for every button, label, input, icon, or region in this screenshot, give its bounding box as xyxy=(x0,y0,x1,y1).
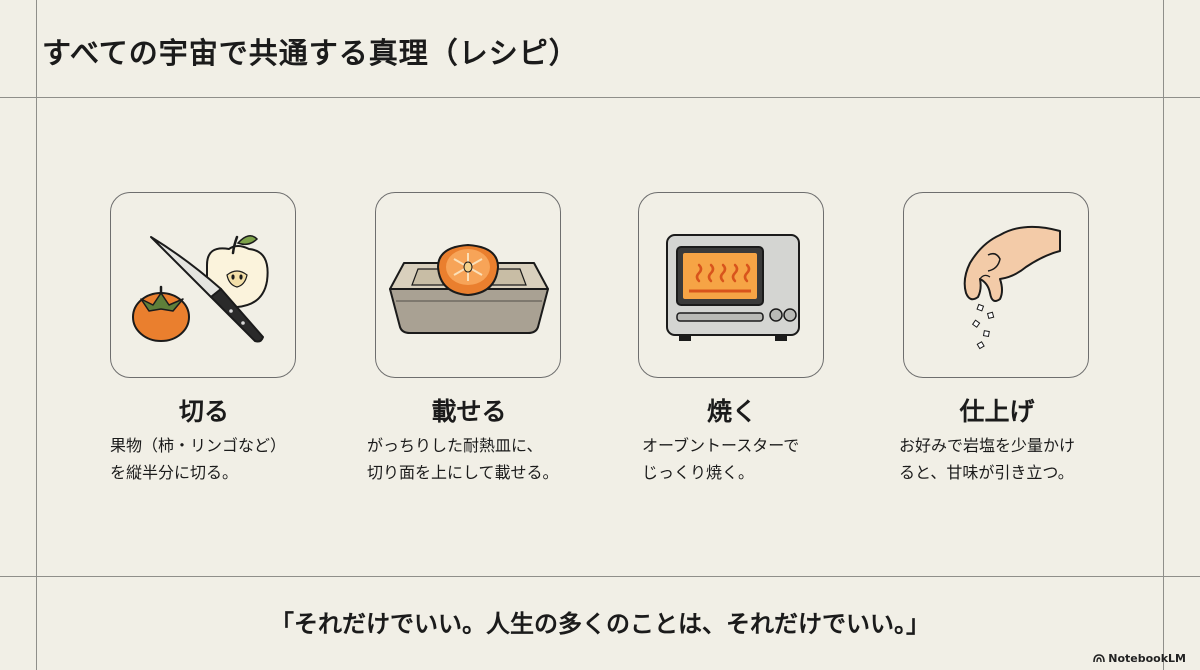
footer-divider xyxy=(0,576,1200,577)
step-description: 果物（柿・リンゴなど） を縦半分に切る。 xyxy=(84,432,350,486)
knife-fruit-icon xyxy=(132,235,269,343)
step-description: がっちりした耐熱皿に、 切り面を上にして載せる。 xyxy=(349,432,607,486)
description-line: ると、甘味が引き立つ。 xyxy=(899,463,1074,482)
description-line: 切り面を上にして載せる。 xyxy=(367,463,559,482)
step-card xyxy=(375,192,561,378)
description-line: じっくり焼く。 xyxy=(642,463,755,482)
step-title: 載せる xyxy=(431,397,507,426)
header-divider xyxy=(0,97,1200,98)
step-title: 焼く xyxy=(706,397,757,426)
notebooklm-logo-icon xyxy=(1093,654,1106,663)
step-card xyxy=(638,192,824,378)
baking-dish-icon xyxy=(389,243,549,334)
step-card xyxy=(110,192,296,378)
toaster-oven-icon xyxy=(666,234,800,341)
step-description: お好みで岩塩を少量かけ ると、甘味が引き立つ。 xyxy=(877,432,1139,486)
description-line: がっちりした耐熱皿に、 xyxy=(367,436,543,455)
left-border xyxy=(36,0,37,670)
salt-pinch-icon xyxy=(963,225,1061,350)
brand-name: NotebookLM xyxy=(1108,652,1186,665)
description-line: お好みで岩塩を少量かけ xyxy=(899,436,1076,455)
description-line: を縦半分に切る。 xyxy=(110,463,239,482)
brand-watermark: NotebookLM xyxy=(1093,652,1186,665)
description-line: オーブントースターで xyxy=(642,436,800,455)
closing-quote: 「それだけでいい。人生の多くのことは、それだけでいい。」 xyxy=(270,610,930,638)
step-description: オーブントースターで じっくり焼く。 xyxy=(612,432,882,486)
step-title: 仕上げ xyxy=(959,397,1035,426)
page-title: すべての宇宙で共通する真理（レシピ） xyxy=(42,36,579,70)
step-title: 切る xyxy=(178,397,229,426)
description-line: 果物（柿・リンゴなど） xyxy=(110,436,287,455)
step-card xyxy=(903,192,1089,378)
right-border xyxy=(1163,0,1164,670)
